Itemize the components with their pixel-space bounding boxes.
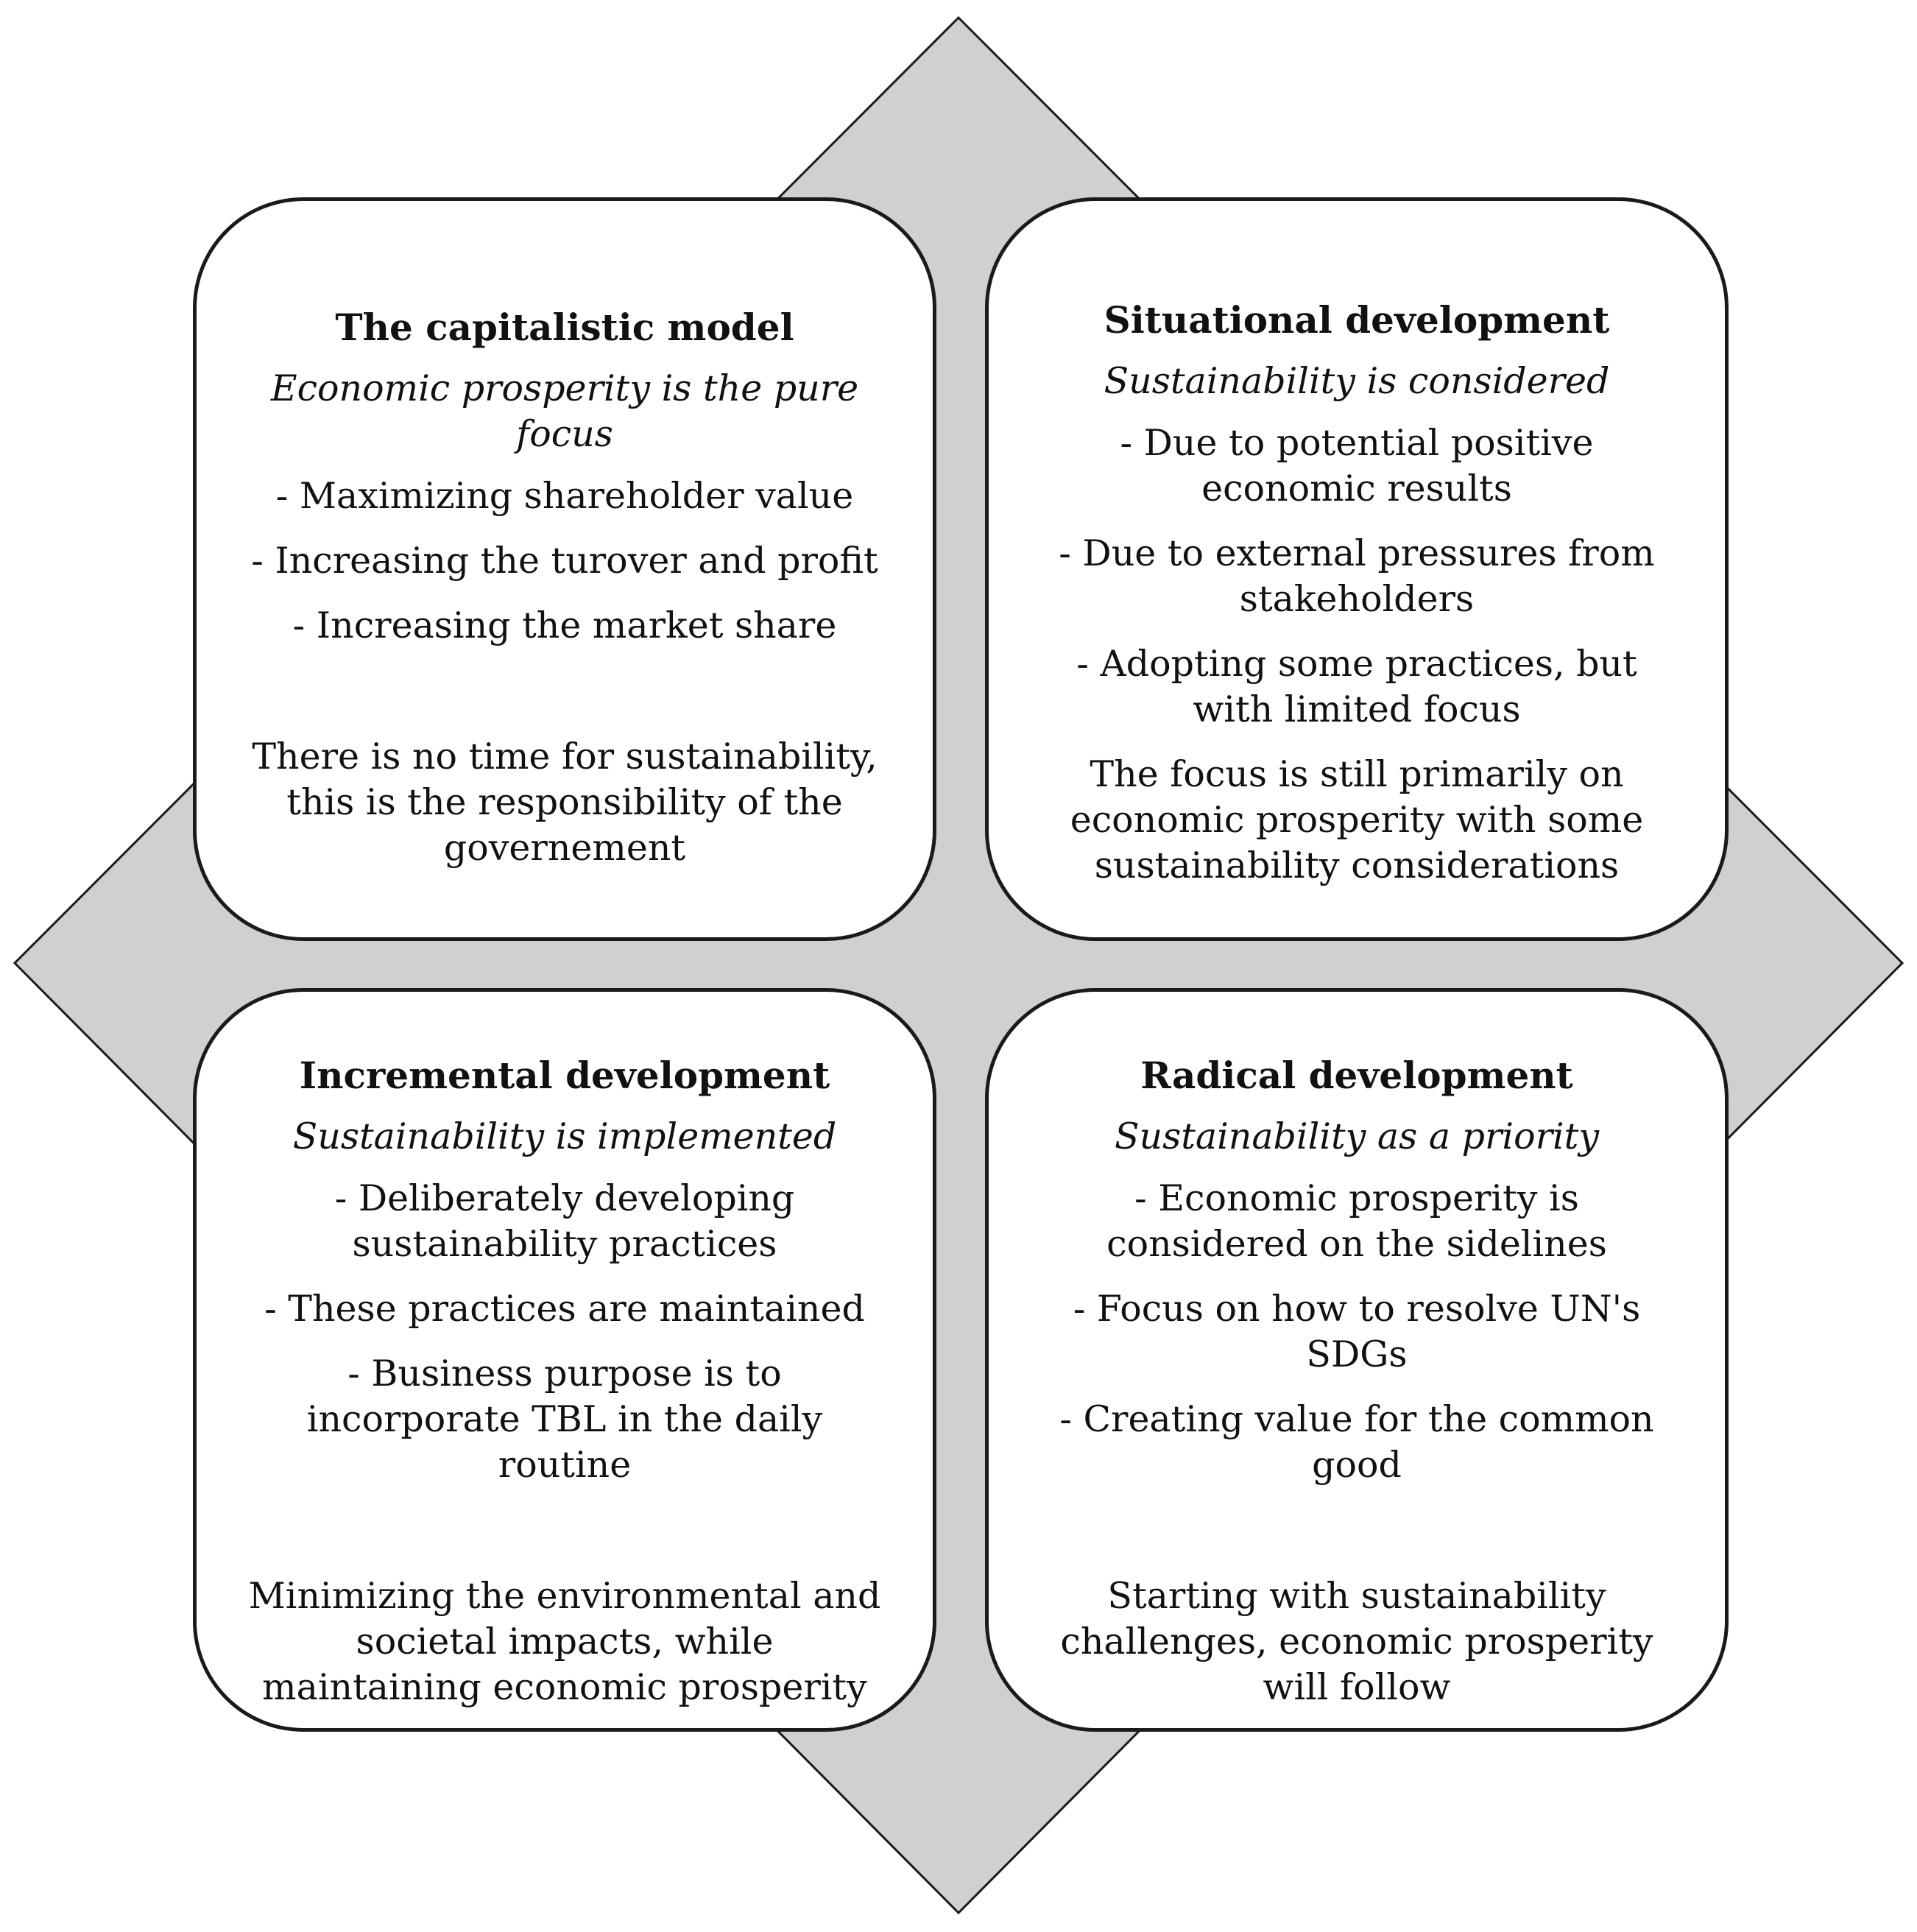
quadrant-subtitle: Sustainability as a priority xyxy=(1114,1115,1600,1157)
list-item: - Increasing the turover and profit xyxy=(251,540,878,582)
quadrant-summary: Starting with sustainability challenges,… xyxy=(1060,1575,1653,1708)
quadrant-subtitle: Sustainability is considered xyxy=(1104,360,1610,402)
quadrant-title: The capitalistic model xyxy=(335,306,794,349)
quadrant-summary: The focus is still primarily on economic… xyxy=(1070,753,1644,886)
quadrant-subtitle: Sustainability is implemented xyxy=(292,1115,837,1157)
list-item: - Business purpose is to incorporate TBL… xyxy=(306,1353,823,1486)
list-item: - Increasing the market share xyxy=(292,604,837,646)
quadrant-items: - Due to potential positive economic res… xyxy=(1040,420,1673,752)
quadrant-subtitle: Economic prosperity is the pure focus xyxy=(270,367,859,455)
quadrant-summary: There is no time for sustainability, thi… xyxy=(252,736,878,869)
quadrant-summary: Minimizing the environmental and societa… xyxy=(248,1575,881,1708)
quadrant-items: - Maximizing shareholder value - Increas… xyxy=(251,473,878,668)
quadrant-capitalistic-model: The capitalistic model Economic prosperi… xyxy=(193,197,936,941)
quadrant-items: - Deliberately developing sustainability… xyxy=(248,1176,881,1507)
list-item: - Focus on how to resolve UN's SDGs xyxy=(1073,1288,1641,1375)
list-item: - Due to external pressures from stakeho… xyxy=(1059,532,1655,620)
quadrant-title: Radical development xyxy=(1140,1054,1573,1097)
quadrant-items: - Economic prosperity is considered on t… xyxy=(1040,1176,1673,1507)
list-item: - Due to potential positive economic res… xyxy=(1120,422,1594,510)
quadrant-radical-development: Radical development Sustainability as a … xyxy=(985,988,1729,1732)
list-item: - Adopting some practices, but with limi… xyxy=(1076,643,1637,730)
list-item: - Economic prosperity is considered on t… xyxy=(1106,1177,1607,1265)
list-item: - These practices are maintained xyxy=(264,1288,865,1330)
quadrant-situational-development: Situational development Sustainability i… xyxy=(985,197,1729,941)
list-item: - Deliberately developing sustainability… xyxy=(334,1177,795,1265)
list-item: - Creating value for the common good xyxy=(1059,1398,1654,1486)
quadrant-title: Situational development xyxy=(1104,298,1610,342)
quadrant-title: Incremental development xyxy=(299,1054,830,1097)
quadrant-incremental-development: Incremental development Sustainability i… xyxy=(193,988,936,1732)
list-item: - Maximizing shareholder value xyxy=(275,475,854,517)
